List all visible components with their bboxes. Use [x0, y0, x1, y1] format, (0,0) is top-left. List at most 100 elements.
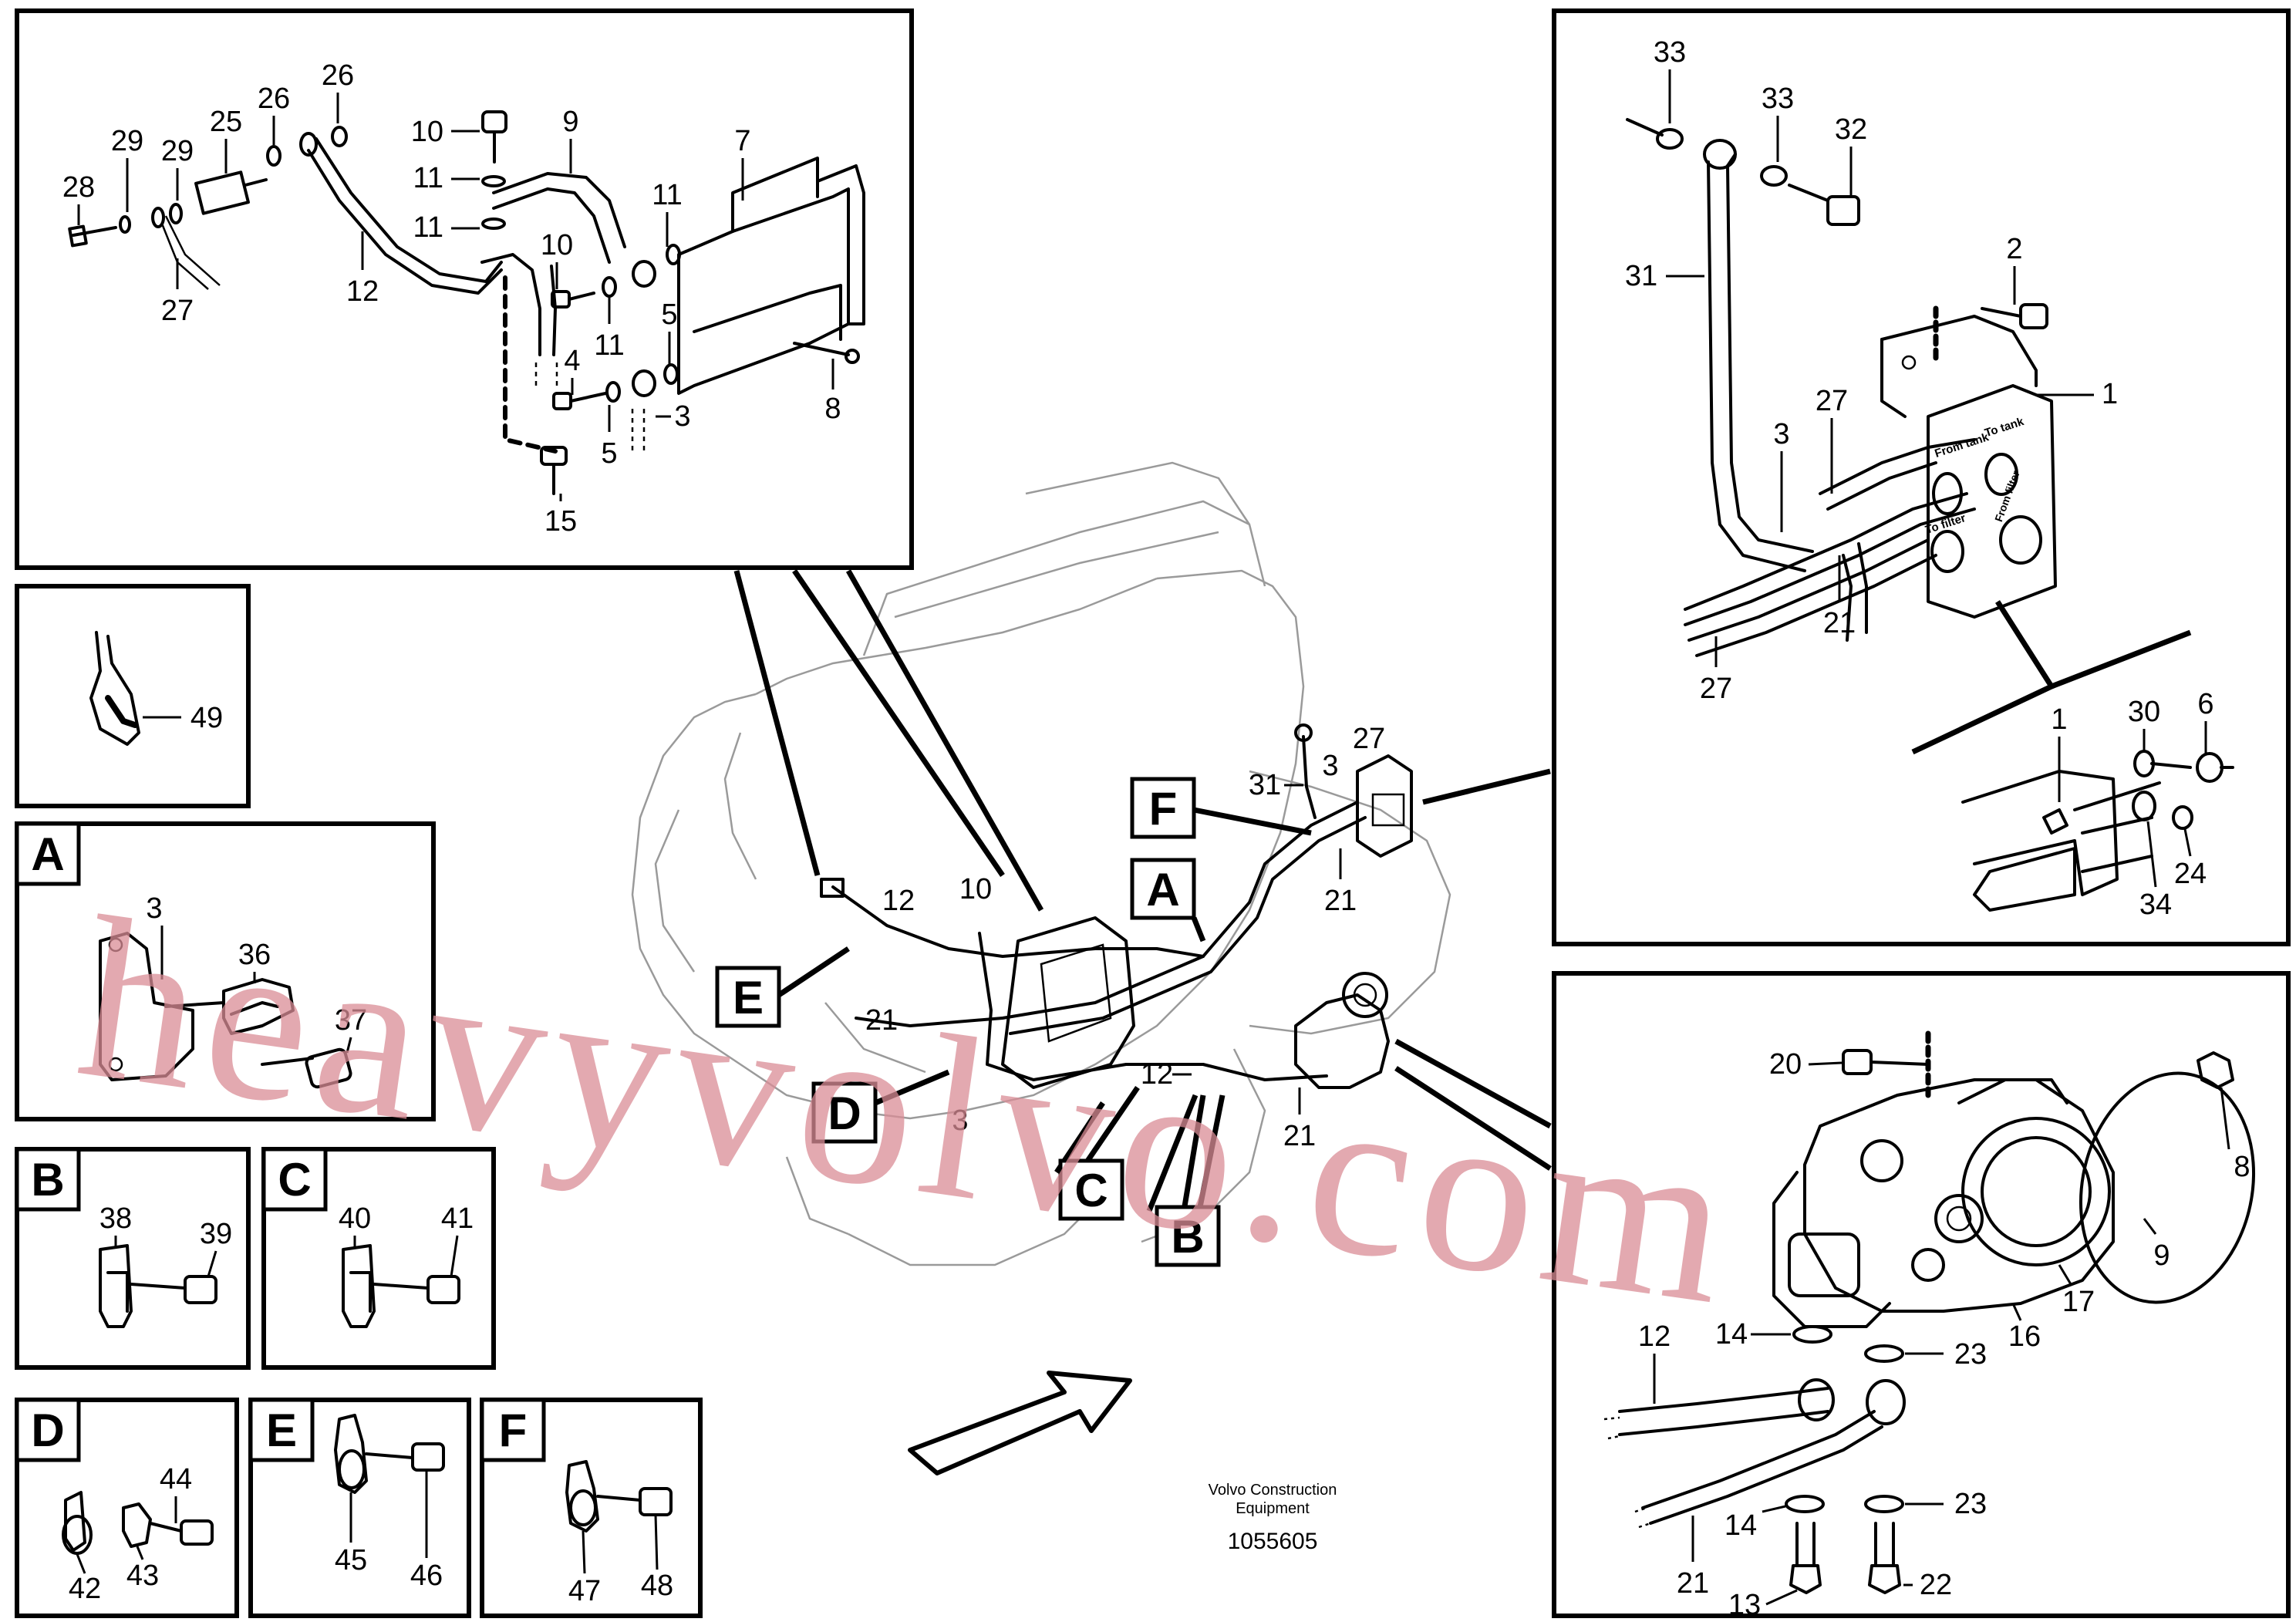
part-number-10: 10	[541, 229, 573, 261]
section-label-e: E	[266, 1404, 297, 1456]
part-number-10: 10	[959, 873, 992, 905]
section-label-c: C	[1074, 1165, 1108, 1216]
main-view-piping	[820, 723, 1413, 1089]
part-number-26: 26	[258, 83, 290, 115]
marker-c: C	[1058, 1158, 1124, 1221]
part-number-27: 27	[1816, 385, 1848, 417]
part-number-1: 1	[2051, 703, 2067, 736]
main-view-markers: F A E D C B	[715, 777, 1221, 1267]
section-label-d: D	[31, 1404, 64, 1456]
part-number-11: 11	[413, 211, 443, 244]
section-label-e: E	[733, 972, 764, 1023]
top-left-detail	[15, 8, 914, 570]
part-number-44: 44	[160, 1463, 192, 1496]
bottom-right-labels: 20 8 9 17 16 12 14 23 23 14 21 13 22	[1638, 1048, 2250, 1621]
engine-outline	[631, 461, 1451, 1266]
part-number-13: 13	[1728, 1589, 1761, 1621]
part-number-3: 3	[1773, 418, 1789, 450]
part-number-12: 12	[1141, 1058, 1173, 1091]
part-number-47: 47	[568, 1575, 601, 1607]
section-label-f: F	[499, 1404, 528, 1456]
part-number-33: 33	[1654, 36, 1686, 69]
caption-company: Volvo Construction	[1209, 1482, 1337, 1499]
part-number-45: 45	[335, 1544, 367, 1576]
part-number-3: 3	[674, 400, 690, 433]
part-number-48: 48	[641, 1570, 673, 1602]
part-number-27: 27	[1353, 723, 1385, 755]
part-number-12: 12	[882, 885, 915, 917]
part-number-21: 21	[1677, 1567, 1709, 1600]
part-number-14: 14	[1725, 1509, 1757, 1542]
section-label-f: F	[1149, 783, 1178, 835]
view-b: B 38 39	[15, 1147, 251, 1370]
part-number-30: 30	[2128, 696, 2160, 728]
part-number-29: 29	[111, 125, 143, 157]
part-number-25: 25	[210, 106, 242, 138]
part-number-23: 23	[1954, 1488, 1987, 1520]
part-number-11: 11	[594, 329, 624, 362]
part-number-24: 24	[2174, 858, 2207, 890]
part-number-6: 6	[2197, 688, 2213, 720]
main-view-labels: 27 31 3 21 12 10 21 3 12 21	[865, 723, 1385, 1152]
part-number-43: 43	[126, 1560, 159, 1592]
top-right-labels: 33 33 32 31 2 1 27 3 21 27 1 30 6 34 24	[1625, 36, 2214, 921]
part-number-21: 21	[865, 1004, 898, 1037]
part-number-23: 23	[1954, 1338, 1987, 1371]
part-number-39: 39	[200, 1218, 232, 1250]
part-number-37: 37	[335, 1004, 367, 1037]
view-c: C 40 41	[261, 1147, 496, 1370]
part-number-15: 15	[544, 505, 577, 538]
view-a: A 3 36 37	[15, 821, 436, 1121]
section-label-b: B	[31, 1154, 64, 1206]
part-number-22: 22	[1920, 1569, 1952, 1601]
part-number-9: 9	[2153, 1239, 2170, 1272]
part-number-9: 9	[562, 106, 578, 138]
part-number-11: 11	[413, 162, 443, 194]
section-label-a: A	[1146, 864, 1179, 916]
view-d: D 42 43 44	[15, 1398, 239, 1618]
part-number-16: 16	[2008, 1320, 2041, 1353]
part-number-26: 26	[322, 59, 354, 92]
section-label-b: B	[1171, 1211, 1204, 1263]
part-number-3: 3	[146, 892, 162, 925]
part-number-31: 31	[1625, 260, 1657, 292]
part-number-38: 38	[99, 1202, 132, 1235]
view-f: F 47 48	[480, 1398, 703, 1618]
part-number-49: 49	[190, 702, 223, 734]
drawing-caption: Volvo Construction Equipment 1055605	[1209, 1482, 1337, 1554]
part-number-27: 27	[1700, 673, 1732, 705]
marker-a: A	[1130, 858, 1196, 920]
top-left-labels: 26 29 29 25 26 28 27 12 10 11 11 10 11 9…	[62, 59, 841, 538]
part-number-10: 10	[411, 116, 443, 148]
part-number-21: 21	[1324, 885, 1357, 917]
caption-division: Equipment	[1236, 1500, 1310, 1517]
part-number-14: 14	[1715, 1318, 1748, 1351]
section-label-a: A	[31, 828, 64, 880]
part-number-34: 34	[2139, 889, 2172, 921]
part-number-12: 12	[346, 275, 379, 308]
part-number-8: 8	[2234, 1151, 2250, 1183]
bottom-right-detail	[1552, 971, 2291, 1618]
view-e: E 45 46	[248, 1398, 471, 1618]
part-number-5: 5	[661, 298, 677, 331]
part-number-29: 29	[161, 135, 194, 167]
part-number-32: 32	[1835, 113, 1867, 146]
part-number-20: 20	[1769, 1048, 1802, 1081]
part-number-3: 3	[952, 1104, 968, 1137]
marker-f: F	[1130, 777, 1196, 839]
clip-detail: 49	[15, 584, 251, 808]
part-number-33: 33	[1762, 83, 1794, 115]
part-number-1: 1	[2102, 378, 2118, 410]
part-number-46: 46	[410, 1560, 443, 1592]
part-number-42: 42	[69, 1573, 101, 1605]
part-number-3: 3	[1322, 750, 1338, 782]
marker-b: B	[1155, 1205, 1221, 1267]
section-label-d: D	[828, 1088, 861, 1139]
part-number-27: 27	[161, 295, 194, 327]
part-number-5: 5	[601, 437, 617, 470]
part-number-31: 31	[1249, 769, 1281, 801]
part-number-41: 41	[441, 1202, 474, 1235]
part-number-2: 2	[2006, 233, 2022, 265]
part-number-4: 4	[564, 345, 580, 377]
